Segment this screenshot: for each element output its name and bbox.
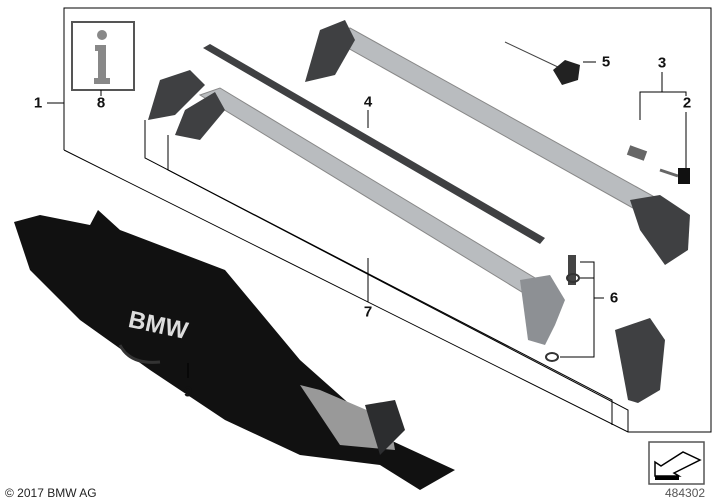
callout-9[interactable]: 9 [183,383,193,401]
diagram-number: 484302 [665,486,706,500]
set-7-bracket [144,120,613,425]
callout-6[interactable]: 6 [609,289,619,307]
callout-4[interactable]: 4 [363,93,373,111]
end-cap [615,318,665,403]
callout-1[interactable]: 1 [33,94,43,112]
callout-5[interactable]: 5 [601,53,611,71]
callout-8[interactable]: 8 [96,94,106,112]
set-frame [63,7,712,433]
rubber-strip [203,44,545,244]
copyright: © 2017 BMW AG [5,486,97,500]
callout-7[interactable]: 7 [363,303,373,321]
callout-2[interactable]: 2 [682,94,692,112]
callout-3[interactable]: 3 [657,54,667,72]
